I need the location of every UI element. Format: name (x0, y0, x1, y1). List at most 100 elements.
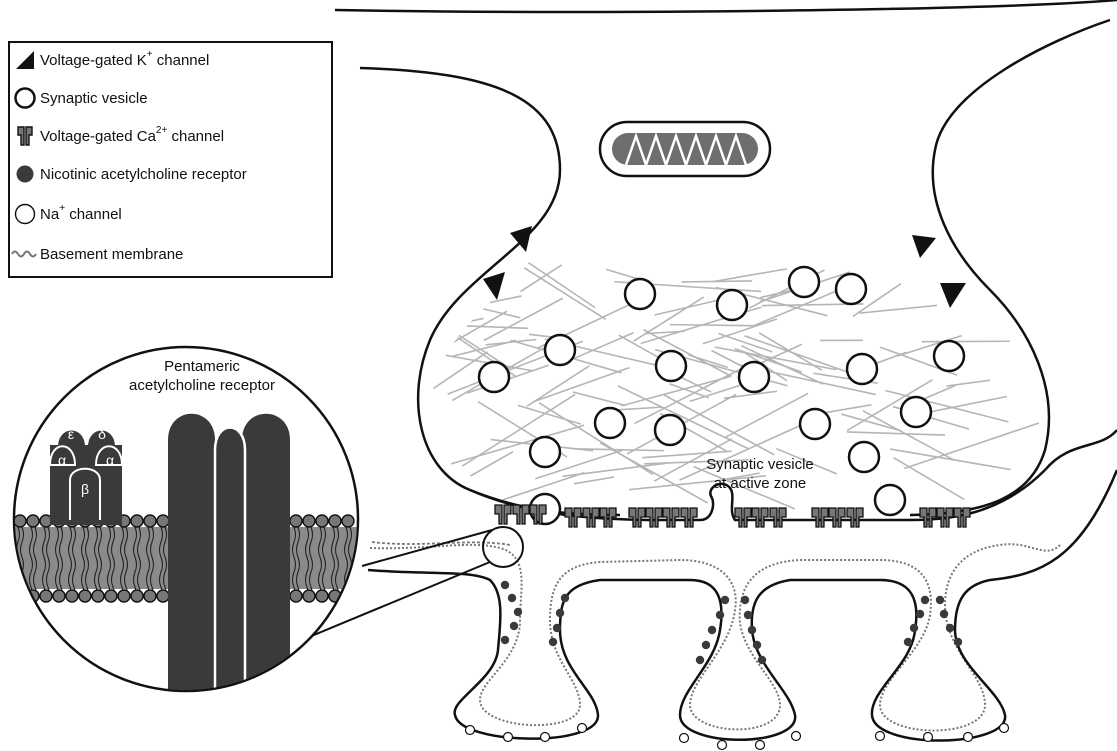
acetylcholine-receptor (758, 656, 766, 664)
acetylcholine-receptor (716, 611, 724, 619)
lipid-head (303, 590, 315, 602)
acetylcholine-receptor (514, 608, 522, 616)
sodium-channel (924, 733, 933, 742)
lipid-head (53, 590, 65, 602)
beta-subunit: β (81, 481, 89, 497)
lipid-head (79, 590, 91, 602)
synaptic-vesicle (595, 408, 625, 438)
active-zone-label-line1: Synaptic vesicle (706, 456, 814, 473)
sodium-channel (876, 732, 885, 741)
lipid-head (131, 590, 143, 602)
lipid-head (157, 590, 169, 602)
lipid-head (290, 590, 302, 602)
synaptic-vesicle (875, 485, 905, 515)
cytoskeleton-filament (860, 305, 937, 313)
axon-outer-membrane (335, 0, 1117, 12)
legend-item-sodium-channel: Na+ channel (10, 201, 122, 227)
cytoskeleton-filament (715, 347, 836, 370)
sodium-channel-icon (10, 201, 40, 227)
acetylcholine-receptor (556, 609, 564, 617)
acetylcholine-receptor (549, 638, 557, 646)
calcium-channel (847, 508, 863, 527)
acetylcholine-receptor (708, 626, 716, 634)
sodium-channel (964, 733, 973, 742)
delta-subunit: δ (98, 426, 106, 442)
acetylcholine-receptor (936, 596, 944, 604)
cytoskeleton-filament (725, 393, 808, 437)
lipid-head (303, 515, 315, 527)
acetylcholine-receptor (946, 624, 954, 632)
calcium-channel (770, 508, 786, 527)
cytoskeleton-filament (681, 281, 752, 282)
cytoskeleton-filament (518, 405, 581, 424)
synaptic-vesicle (530, 437, 560, 467)
alpha-subunit-right: α (106, 452, 114, 468)
cytoskeleton-filament (618, 386, 749, 449)
alpha-subunit-left: α (58, 452, 66, 468)
cytoskeleton-filament (600, 443, 707, 503)
pentameric-receptor-large (168, 414, 290, 690)
acetylcholine-receptor (904, 638, 912, 646)
calcium-channel-icon (10, 123, 40, 149)
lipid-head (290, 515, 302, 527)
acetylcholine-receptor (702, 641, 710, 649)
sodium-channel (578, 724, 587, 733)
sodium-channel (1000, 724, 1009, 733)
legend-item-calcium-channel: Voltage-gated Ca2+ channel (10, 123, 224, 149)
mitochondrion (600, 122, 770, 176)
calcium-channel (646, 508, 662, 527)
calcium-channel (495, 505, 511, 524)
synaptic-vesicle (717, 290, 747, 320)
legend-item-acetylcholine-receptor: Nicotinic acetylcholine receptor (10, 161, 247, 187)
receptor-inset: ε δ α α β Pentameric acetylcholine recep… (14, 347, 360, 691)
synaptic-vesicle (655, 415, 685, 445)
calcium-channel (812, 508, 828, 527)
synaptic-vesicle (739, 362, 769, 392)
acetylcholine-receptor (508, 594, 516, 602)
sodium-channels (466, 724, 1009, 750)
potassium-channel-icon (912, 235, 936, 258)
acetylcholine-receptor (921, 596, 929, 604)
synaptic-vesicle (656, 351, 686, 381)
synaptic-vesicle (901, 397, 931, 427)
synaptic-vesicle (789, 267, 819, 297)
lipid-head (342, 515, 354, 527)
cytoskeleton-filament (712, 269, 786, 282)
lipid-head (66, 590, 78, 602)
cytoskeleton-filament (946, 380, 989, 386)
acetylcholine-receptor (744, 611, 752, 619)
acetylcholine-receptor (501, 581, 509, 589)
lipid-head (342, 590, 354, 602)
nerve-terminal-membrane-right (910, 20, 1110, 515)
lipid-head (14, 590, 26, 602)
acetylcholine-receptor (748, 626, 756, 634)
synaptic-vesicle (545, 335, 575, 365)
synaptic-vesicle-icon (10, 85, 40, 111)
inset-title-line1: Pentameric (164, 358, 240, 375)
basement-membrane-icon (10, 241, 40, 267)
cytoskeleton-filament (670, 325, 754, 326)
lipid-head (14, 515, 26, 527)
synaptic-vesicle (934, 341, 964, 371)
potassium-channel-icon (10, 47, 40, 73)
lipid-head (144, 590, 156, 602)
lipid-head (316, 590, 328, 602)
synaptic-vesicle (800, 409, 830, 439)
sodium-channel (541, 733, 550, 742)
acetylcholine-receptor (696, 656, 704, 664)
calcium-channel (629, 508, 645, 527)
acetylcholine-receptor (553, 624, 561, 632)
legend: Voltage-gated K+ channel Synaptic vesicl… (8, 41, 333, 278)
calcium-channel (735, 508, 751, 527)
calcium-channel (829, 508, 845, 527)
acetylcholine-receptor (910, 624, 918, 632)
synaptic-vesicle (625, 279, 655, 309)
acetylcholine-receptor (741, 596, 749, 604)
lipid-head (27, 515, 39, 527)
acetylcholine-receptor (940, 610, 948, 618)
lipid-head (131, 515, 143, 527)
cytoskeleton-filament (932, 397, 1007, 412)
calcium-channel (565, 508, 581, 527)
cytoskeleton-filament (573, 392, 626, 406)
cytoskeleton-filament (485, 234, 595, 308)
